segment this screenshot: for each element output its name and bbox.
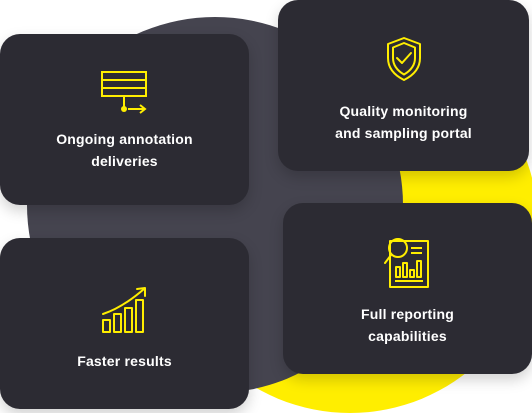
server-stack-icon <box>100 70 147 114</box>
feature-card-faster-results: Faster results <box>0 238 249 409</box>
card-label: Quality monitoring and sampling portal <box>335 102 472 141</box>
growth-bar-chart-icon <box>101 286 146 333</box>
feature-card-annotation-deliveries: Ongoing annotation deliveries <box>0 34 249 205</box>
feature-card-full-reporting: Full reporting capabilities <box>283 203 532 374</box>
card-label: Full reporting capabilities <box>360 305 454 344</box>
report-magnifier-icon <box>383 237 429 288</box>
card-label: Faster results <box>77 352 172 369</box>
shield-check-icon <box>386 36 421 81</box>
card-label: Ongoing annotation deliveries <box>56 130 193 169</box>
feature-card-quality-monitoring: Quality monitoring and sampling portal <box>278 0 529 171</box>
